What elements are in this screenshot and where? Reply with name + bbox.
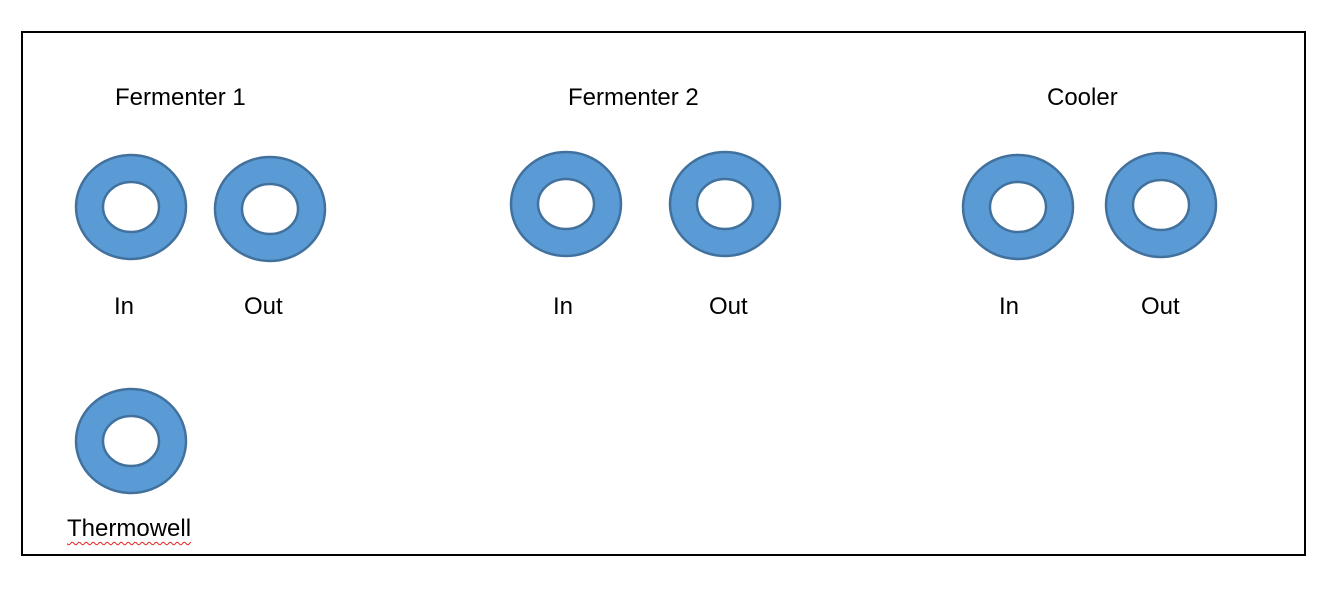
group-title-fermenter-2: Fermenter 2 <box>568 84 699 111</box>
fermenter-2-out-port-icon <box>668 150 782 258</box>
group-title-cooler: Cooler <box>1047 84 1118 111</box>
cooler-out-port-icon <box>1104 151 1218 259</box>
fermenter-1-in-label: In <box>114 293 135 320</box>
fermenter-2-in-port-icon <box>509 150 623 258</box>
group-title-fermenter-1: Fermenter 1 <box>115 84 246 111</box>
fermenter-1-out-port-icon <box>213 155 327 263</box>
cooler-out-label: Out <box>1141 293 1180 320</box>
fermenter-1-out-label: Out <box>244 293 283 320</box>
cooler-in-label: In <box>999 293 1020 320</box>
cooler-in-port-icon <box>961 153 1075 261</box>
thermowell-label: Thermowell <box>67 515 192 542</box>
fermenter-1-in-port-icon <box>74 153 188 261</box>
fermenter-2-in-label: In <box>553 293 574 320</box>
thermowell-port-icon <box>74 387 188 495</box>
fermenter-2-out-label: Out <box>709 293 748 320</box>
panel-frame <box>21 31 1306 556</box>
